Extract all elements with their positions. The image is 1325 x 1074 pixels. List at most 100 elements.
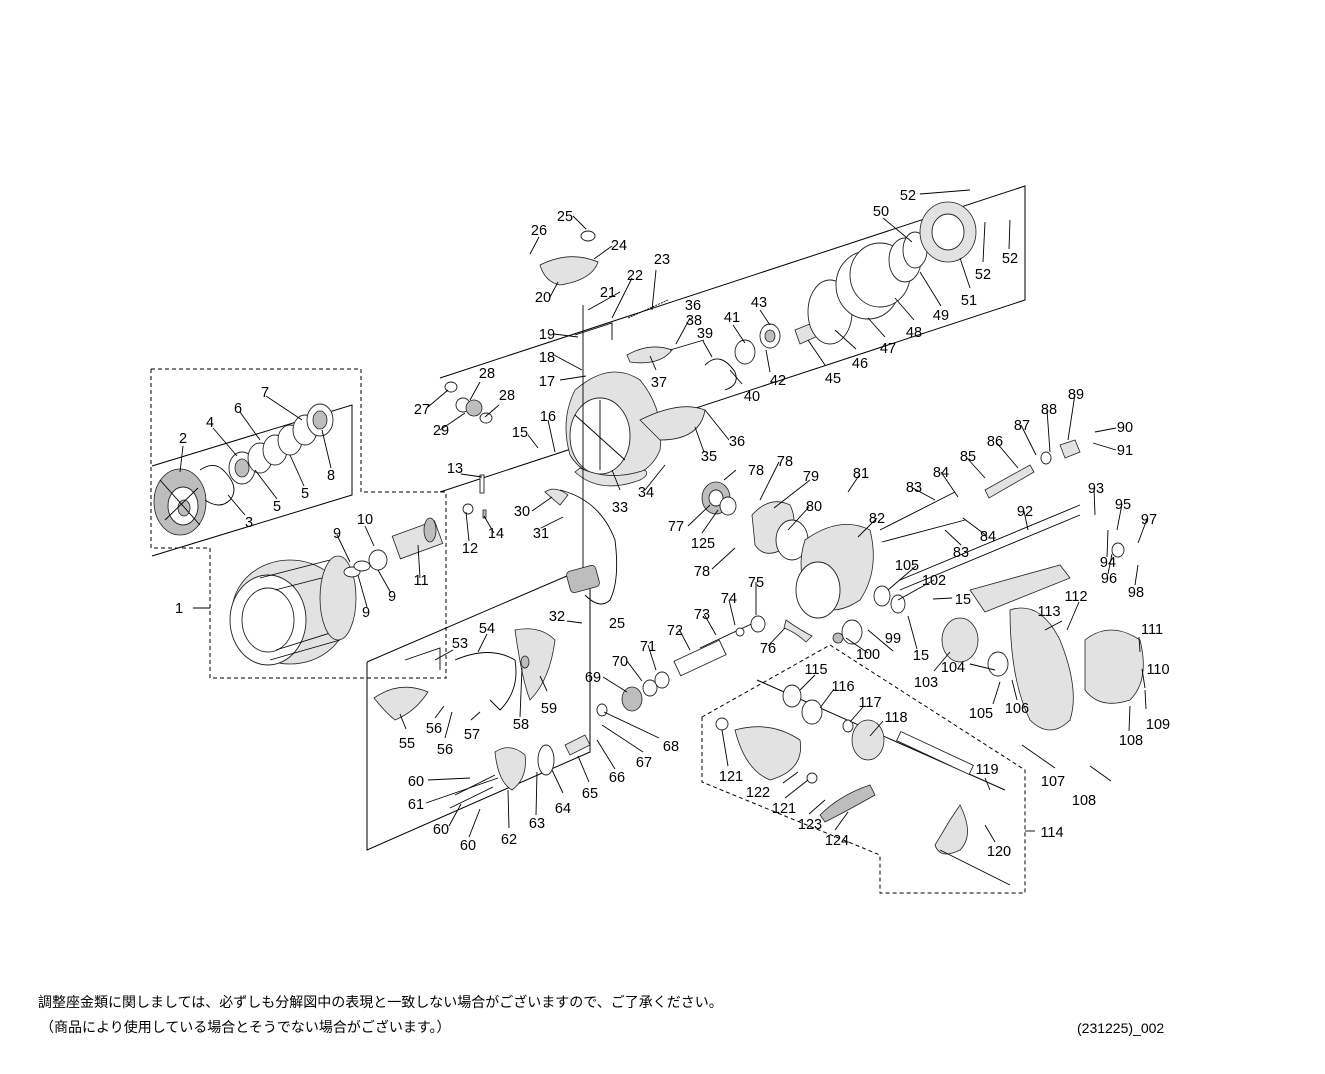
callout-9a: 9 <box>333 526 341 542</box>
callout-86: 86 <box>987 434 1003 450</box>
callout-15b: 15 <box>955 592 971 608</box>
callout-9c: 9 <box>388 589 396 605</box>
callout-80: 80 <box>806 499 822 515</box>
callout-71: 71 <box>640 639 656 655</box>
callout-43: 43 <box>751 295 767 311</box>
callout-11: 11 <box>413 573 428 589</box>
callout-25b: 25 <box>609 616 625 632</box>
callout-67: 67 <box>636 755 652 771</box>
part-spool <box>229 555 357 666</box>
callout-8: 8 <box>327 468 335 484</box>
callout-96: 96 <box>1101 571 1117 587</box>
callout-92: 92 <box>1017 504 1033 520</box>
callout-45: 45 <box>825 371 841 387</box>
callout-27: 27 <box>414 402 430 418</box>
callout-19: 19 <box>539 327 555 343</box>
part-drag-washers <box>199 403 334 506</box>
part-bail-wire <box>539 230 673 605</box>
callout-3: 3 <box>245 515 253 531</box>
part-drag-knob <box>153 468 207 536</box>
callout-76: 76 <box>760 641 776 657</box>
part-rotor <box>565 371 706 487</box>
callout-18: 18 <box>539 350 555 366</box>
callout-20: 20 <box>535 290 551 306</box>
callout-78b: 78 <box>777 454 793 470</box>
callout-16: 16 <box>540 409 556 425</box>
callout-69: 69 <box>585 670 601 686</box>
drag-knob-frame <box>151 404 353 557</box>
callout-41: 41 <box>724 310 740 326</box>
callout-21: 21 <box>600 285 616 301</box>
callout-111: 111 <box>1141 622 1163 638</box>
callout-28b: 28 <box>499 388 515 404</box>
callout-13: 13 <box>447 461 463 477</box>
callout-75: 75 <box>748 575 764 591</box>
callout-26: 26 <box>531 223 547 239</box>
part-handle <box>715 684 1011 886</box>
callout-99: 99 <box>885 631 901 647</box>
callout-56a: 56 <box>426 721 442 737</box>
callout-46: 46 <box>852 356 868 372</box>
callout-91: 91 <box>1117 443 1133 459</box>
callout-5a: 5 <box>273 499 281 515</box>
callout-58: 58 <box>513 717 529 733</box>
callout-4: 4 <box>206 415 214 431</box>
callout-90: 90 <box>1117 420 1133 436</box>
callout-48: 48 <box>906 325 922 341</box>
drawing-code: (231225)_002 <box>1077 1020 1165 1036</box>
callout-47: 47 <box>880 341 896 357</box>
callout-85: 85 <box>960 449 976 465</box>
callout-54: 54 <box>479 621 495 637</box>
callout-95: 95 <box>1115 497 1131 513</box>
callout-89: 89 <box>1068 387 1084 403</box>
note-line-1: 調整座金類に関しましては、必ずしも分解図中の表現と一致しない場合がございますので… <box>38 994 723 1010</box>
callout-40: 40 <box>744 389 760 405</box>
callout-15a: 15 <box>512 425 528 441</box>
callout-64: 64 <box>555 801 571 817</box>
callout-52c: 52 <box>1002 251 1018 267</box>
leader-lines <box>179 189 1148 843</box>
callout-labels: 1 2 3 4 5 5 6 7 8 9 9 9 10 11 12 13 14 1… <box>175 188 1170 860</box>
callout-5b: 5 <box>301 486 309 502</box>
callout-32: 32 <box>549 609 565 625</box>
callout-57: 57 <box>464 727 480 743</box>
callout-94: 94 <box>1100 555 1116 571</box>
callout-36a: 36 <box>685 298 701 314</box>
callout-78c: 78 <box>694 564 710 580</box>
part-oscillation <box>879 439 1125 591</box>
callout-35: 35 <box>701 449 717 465</box>
callout-68: 68 <box>663 739 679 755</box>
callout-70: 70 <box>612 654 628 670</box>
callout-17: 17 <box>539 374 555 390</box>
callout-84b: 84 <box>980 529 996 545</box>
callout-83a: 83 <box>906 480 922 496</box>
callout-83b: 83 <box>953 545 969 561</box>
callout-60c: 60 <box>460 838 476 854</box>
callout-28a: 28 <box>479 366 495 382</box>
callout-30: 30 <box>514 504 530 520</box>
callout-110: 110 <box>1146 662 1169 678</box>
callout-62: 62 <box>501 832 517 848</box>
callout-59: 59 <box>541 701 557 717</box>
callout-81: 81 <box>853 466 869 482</box>
callout-104: 104 <box>941 660 965 676</box>
callout-88: 88 <box>1041 402 1057 418</box>
callout-24: 24 <box>611 238 627 254</box>
callout-60b: 60 <box>433 822 449 838</box>
callout-79: 79 <box>803 469 819 485</box>
part-line-roller <box>444 381 493 424</box>
spool-assembly-frame <box>150 368 447 679</box>
callout-78a: 78 <box>748 463 764 479</box>
callout-100: 100 <box>856 647 880 663</box>
callout-37: 37 <box>651 375 667 391</box>
callout-125: 125 <box>691 536 715 552</box>
callout-63: 63 <box>529 816 545 832</box>
part-drive-gear <box>832 564 1144 731</box>
callout-105b: 105 <box>969 706 993 722</box>
callout-15c: 15 <box>913 648 929 664</box>
callout-56b: 56 <box>437 742 453 758</box>
callout-121b: 121 <box>772 801 796 817</box>
callout-39: 39 <box>697 326 713 342</box>
rotor-group-frame <box>439 185 1026 493</box>
